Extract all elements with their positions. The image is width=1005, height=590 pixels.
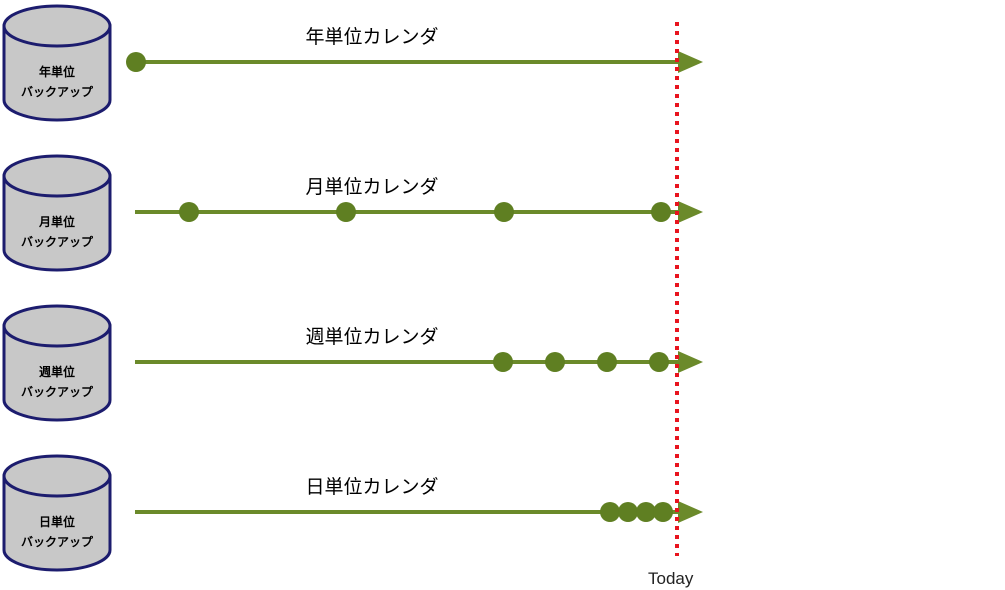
today-label: Today [648, 569, 694, 588]
storage-cylinder-top [2, 304, 112, 348]
backup-point [336, 202, 356, 222]
calendar-title: 月単位カレンダ [305, 176, 439, 198]
storage-cylinder-top [2, 454, 112, 498]
storage-label-line1: 日単位 [38, 515, 75, 529]
storage-label-line2: バックアップ [20, 385, 93, 399]
timeline-arrow-icon [678, 351, 703, 373]
timeline-arrow-icon [678, 51, 703, 73]
storage-label-line2: バックアップ [20, 85, 93, 99]
storage-label-line1: 月単位 [38, 215, 75, 229]
backup-point [600, 502, 620, 522]
storage-cylinder-top [2, 4, 112, 48]
calendar-title: 日単位カレンダ [305, 476, 439, 498]
timeline-arrow-icon [678, 201, 703, 223]
timeline-arrow-icon [678, 501, 703, 523]
storage-cylinder-top [2, 154, 112, 198]
storage-label-line2: バックアップ [20, 235, 93, 249]
storage-label: 月単位バックアップ [4, 212, 110, 252]
backup-point [653, 502, 673, 522]
backup-point [651, 202, 671, 222]
storage-cylinder-icon [2, 324, 112, 422]
storage-cylinder-icon [2, 174, 112, 272]
calendar-title: 年単位カレンダ [305, 26, 439, 48]
backup-point [179, 202, 199, 222]
backup-point [545, 352, 565, 372]
storage-label-line1: 年単位 [38, 65, 75, 79]
backup-point [597, 352, 617, 372]
backup-point [636, 502, 656, 522]
storage-label: 日単位バックアップ [4, 512, 110, 552]
storage-label-line1: 週単位 [38, 365, 75, 379]
backup-point [494, 202, 514, 222]
backup-point [649, 352, 669, 372]
storage-cylinder-icon [2, 474, 112, 572]
backup-point [618, 502, 638, 522]
backup-point [126, 52, 146, 72]
storage-label-line2: バックアップ [20, 535, 93, 549]
storage-label: 年単位バックアップ [4, 62, 110, 102]
storage-cylinder-icon [2, 24, 112, 122]
storage-label: 週単位バックアップ [4, 362, 110, 402]
calendar-title: 週単位カレンダ [305, 326, 439, 348]
backup-point [493, 352, 513, 372]
